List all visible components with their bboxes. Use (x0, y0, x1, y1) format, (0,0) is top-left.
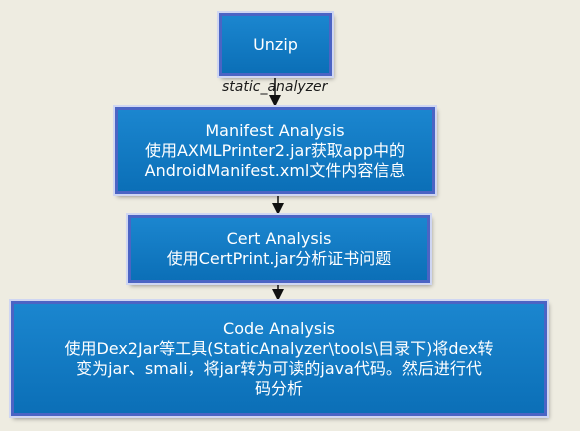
cert-desc-line1: 使用CertPrint.jar分析证书问题 (166, 249, 392, 268)
manifest-title: Manifest Analysis (205, 120, 345, 140)
code-title: Code Analysis (223, 318, 335, 338)
cert-analysis-node: Cert Analysis 使用CertPrint.jar分析证书问题 (126, 213, 432, 285)
manifest-analysis-node: Manifest Analysis 使用AXMLPrinter2.jar获取ap… (113, 105, 437, 196)
manifest-desc-line1: 使用AXMLPrinter2.jar获取app中的 (144, 140, 406, 160)
unzip-title: Unzip (253, 34, 298, 54)
manifest-desc-line2: AndroidManifest.xml文件内容信息 (144, 160, 406, 180)
code-desc-line1: 使用Dex2Jar等工具(StaticAnalyzer\tools\目录下)将d… (64, 338, 494, 358)
edge-label-static-analyzer: static_analyzer (222, 79, 328, 95)
code-desc-line3: 码分析 (254, 378, 303, 398)
cert-title: Cert Analysis (226, 229, 332, 248)
code-desc-line2: 变为jar、smali，将jar转为可读的java代码。然后进行代 (76, 358, 482, 378)
code-analysis-node: Code Analysis 使用Dex2Jar等工具(StaticAnalyze… (9, 299, 549, 418)
unzip-node: Unzip (217, 11, 334, 78)
